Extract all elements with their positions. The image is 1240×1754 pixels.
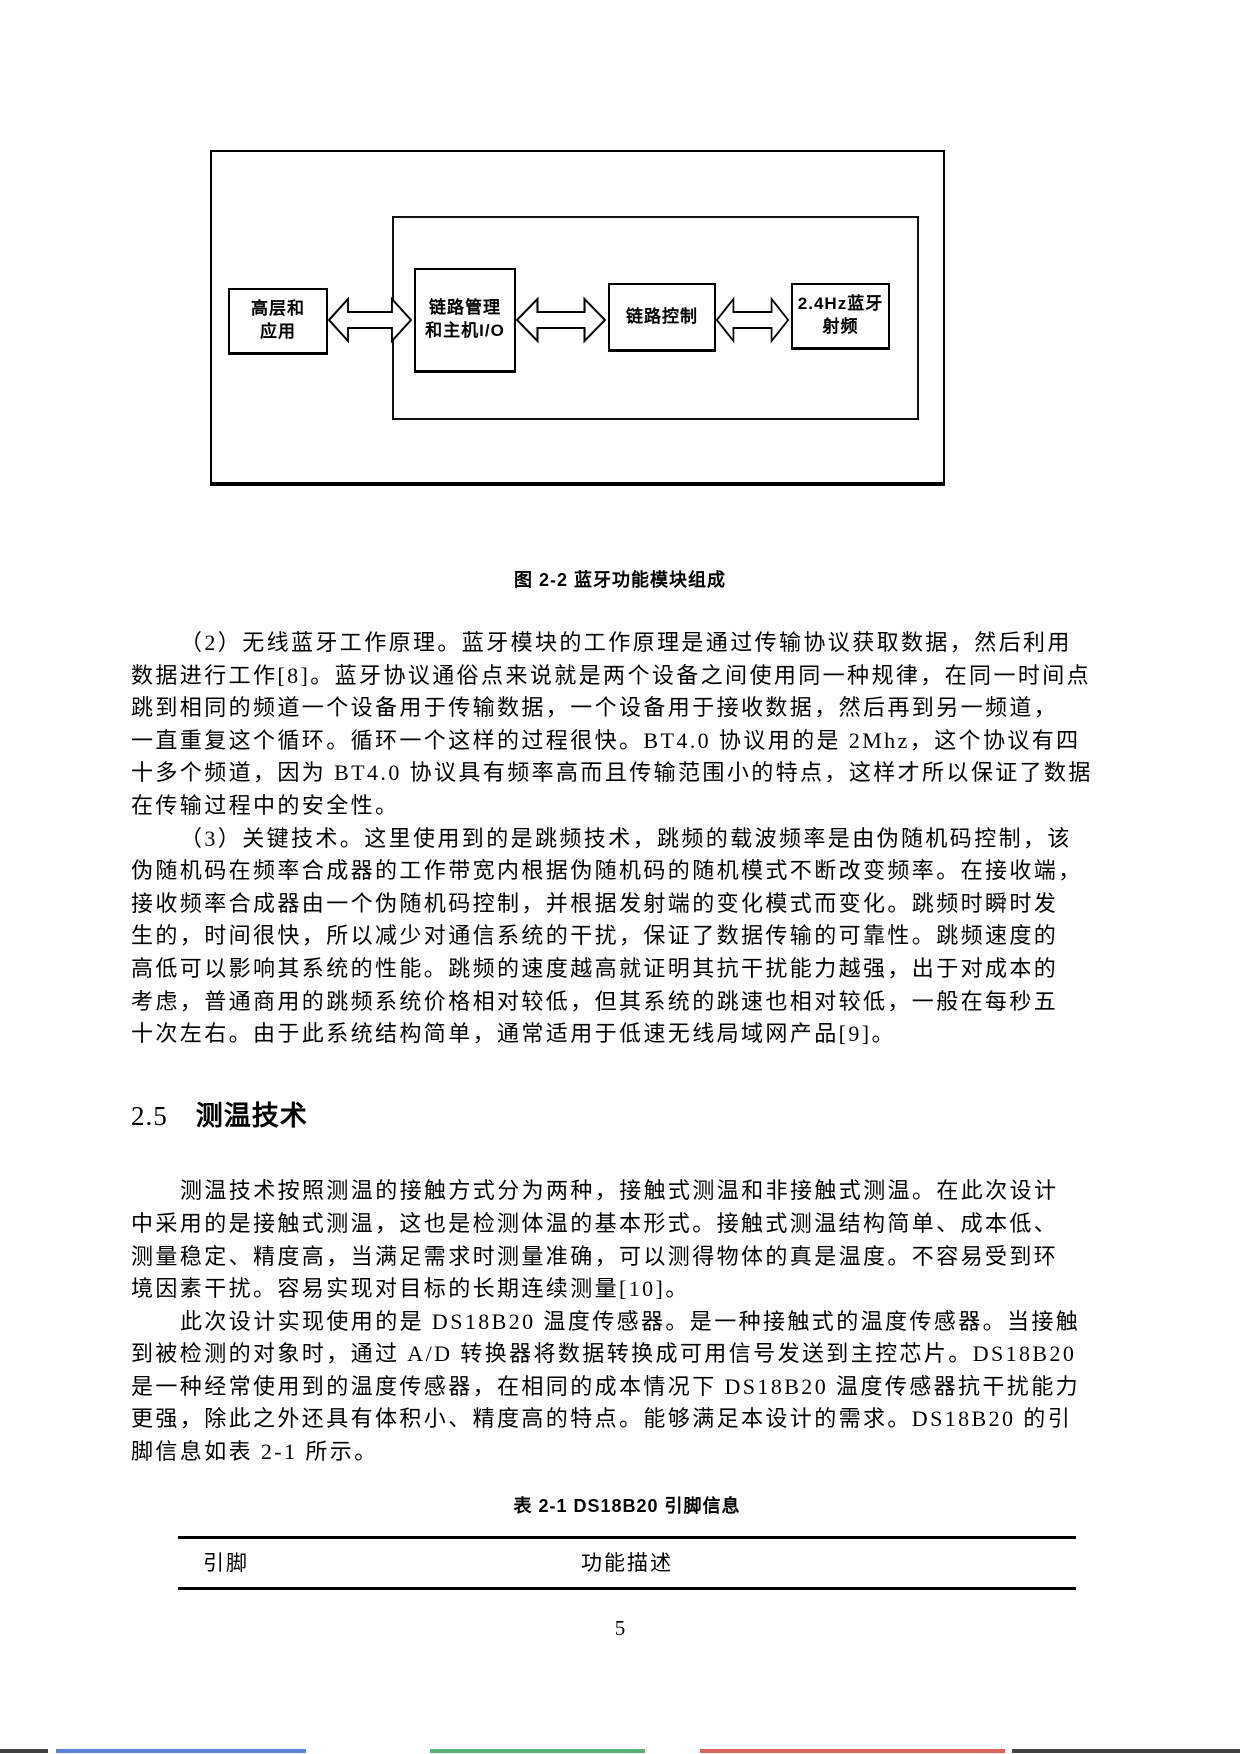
page-number: 5 <box>614 1616 626 1640</box>
section-number: 2.5 <box>131 1100 168 1131</box>
module-box-label: 射频 <box>822 317 859 336</box>
table-header-pin: 引脚 <box>203 1551 249 1576</box>
double-arrow-icon <box>516 292 606 348</box>
table-header-desc: 功能描述 <box>581 1551 673 1576</box>
body-text-column: （2）无线蓝牙工作原理。蓝牙模块的工作原理是通过传输协议获取数据，然后利用 数据… <box>131 627 1123 1591</box>
paragraph-bluetooth-principle: （2）无线蓝牙工作原理。蓝牙模块的工作原理是通过传输协议获取数据，然后利用 数据… <box>131 630 1093 818</box>
bottom-mark-blue <box>56 1749 306 1753</box>
paragraph-temp-measurement: 测温技术按照测温的接触方式分为两种，接触式测温和非接触式测温。在此次设计 中采用… <box>131 1178 1059 1302</box>
section-heading: 2.5 测温技术 <box>131 1100 1123 1133</box>
section-title: 测温技术 <box>195 1100 308 1131</box>
bottom-mark-dark-left <box>0 1749 48 1753</box>
module-box-high-layer-app: 高层和 应用 <box>228 288 328 355</box>
pin-info-table: 引脚 功能描述 <box>178 1536 1076 1591</box>
table-caption: 表 2-1 DS18B20 引脚信息 <box>513 1495 741 1516</box>
paragraph-ds18b20: 此次设计实现使用的是 DS18B20 温度传感器。是一种接触式的温度传感器。当接… <box>131 1308 1081 1465</box>
module-box-rf: 2.4Hz蓝牙 射频 <box>791 283 890 350</box>
bottom-mark-green <box>430 1749 645 1753</box>
paragraph-key-technology: （3）关键技术。这里使用到的是跳频技术，跳频的载波频率是由伪随机码控制，该 伪随… <box>131 825 1083 1047</box>
bottom-mark-red <box>700 1749 1005 1753</box>
figure-caption: 图 2-2 蓝牙功能模块组成 <box>513 570 727 590</box>
double-arrow-icon <box>328 292 412 348</box>
double-arrow-icon <box>716 292 789 348</box>
module-box-label: 高层和 <box>251 299 305 319</box>
bluetooth-module-diagram: 高层和 应用 链路管理 和主机I/O 链路控制 2.4Hz蓝牙 <box>210 150 945 486</box>
module-box-label: 和主机I/O <box>425 321 505 340</box>
module-box-link-manager-host-io: 链路管理 和主机I/O <box>414 268 516 373</box>
bottom-mark-dark-right <box>1012 1749 1240 1753</box>
module-box-label: 链路管理 <box>429 298 501 318</box>
module-box-label: 应用 <box>260 322 296 341</box>
module-box-link-control: 链路控制 <box>608 283 716 352</box>
module-box-label: 链路控制 <box>626 306 698 326</box>
module-box-label: 2.4Hz蓝牙 <box>797 294 884 314</box>
